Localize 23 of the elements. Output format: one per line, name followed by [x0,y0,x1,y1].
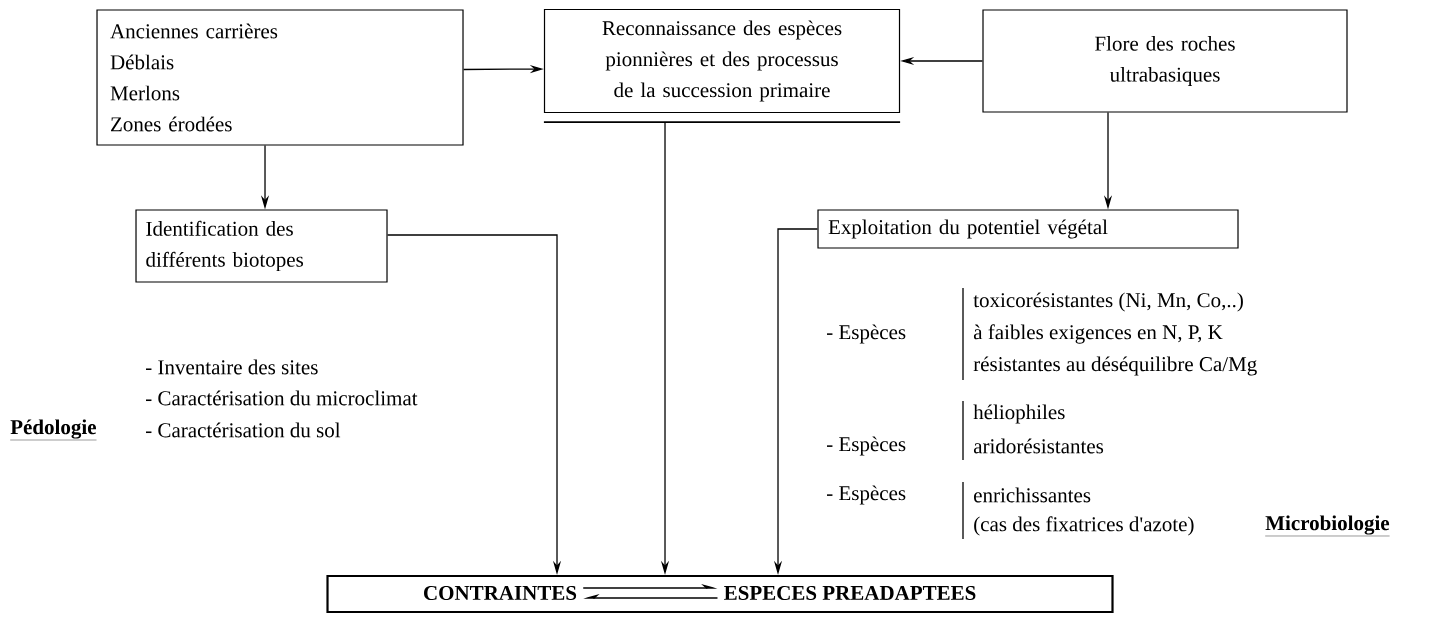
note-text: - Espèces [827,485,906,505]
note-text: - Caractérisation du microclimat [146,390,418,406]
process-box [326,574,1114,614]
note-text: résistantes au déséquilibre Ca/Mg [973,356,1257,376]
section-heading: Pédologie [10,419,97,441]
note-text: - Espèces [827,436,906,456]
note-text: héliophiles [973,404,1065,424]
section-heading: Microbiologie [1265,515,1390,537]
process-box: Anciennes carrières Déblais Merlons Zones érodées [96,9,464,146]
note-text: - Inventaire des sites [146,359,318,375]
box-text: ESPECES PREADAPTEES [724,585,976,601]
note-text: (cas des fixatrices d'azote) [974,516,1194,536]
process-box: Exploitation du potentiel végétal [817,209,1239,249]
note-text: enrichissantes [974,487,1091,503]
process-box: Flore des roches ultrabasiques [982,9,1348,113]
note-text: à faibles exigences en N, P, K [973,324,1223,344]
box-text: CONTRAINTES [424,585,577,601]
process-box: Identification des différents biotopes [135,209,388,283]
note-text: - Espèces [827,324,906,344]
note-text: aridorésistantes [973,438,1104,454]
note-text: toxicorésistantes (Ni, Mn, Co,..) [973,292,1243,312]
note-text: - Caractérisation du sol [146,422,341,438]
process-box: Reconnaissance des espèces pionnières et des processus de la succession primaire [543,8,901,123]
